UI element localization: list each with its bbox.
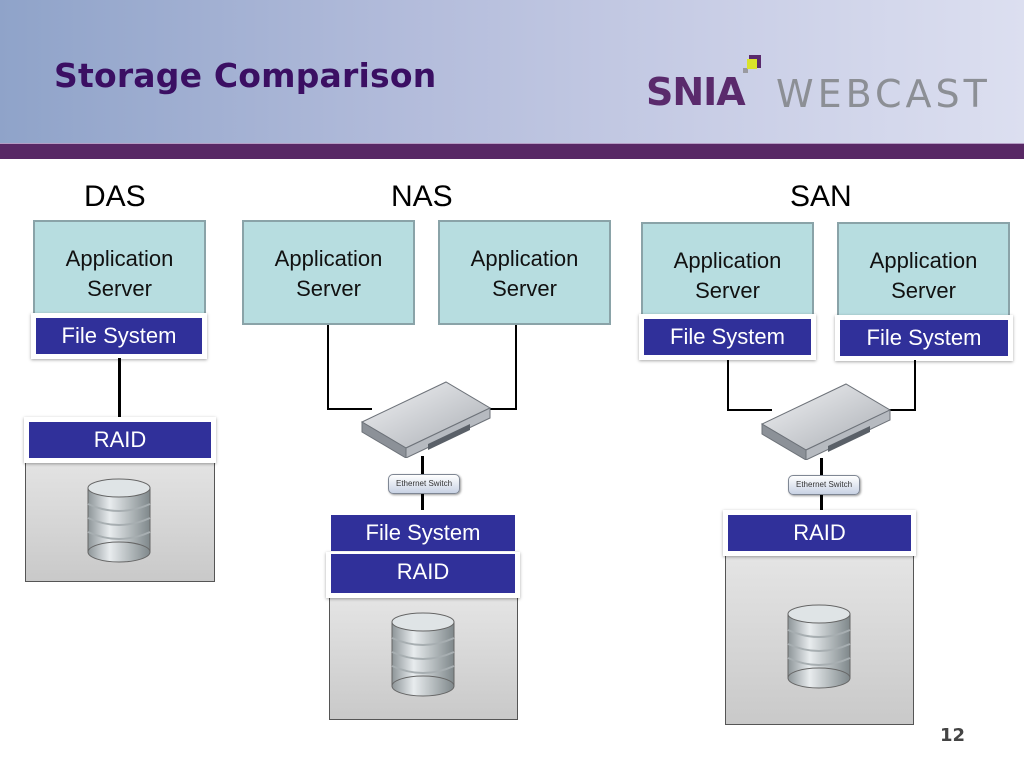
layer-label: File System: [866, 325, 982, 350]
san-server2-line: [914, 360, 916, 411]
san-server1-line: [727, 360, 729, 411]
san-switch-uplink: [820, 458, 823, 475]
layer-label: File System: [670, 324, 785, 349]
das-application-server: Application Server: [33, 220, 206, 322]
nas-switch-downlink: [421, 494, 424, 514]
slide-header: [0, 0, 1024, 143]
nas-application-server-1: Application Server: [242, 220, 415, 325]
san-application-server-2: Application Server: [837, 222, 1010, 324]
nas-server2-line: [515, 325, 517, 410]
nas-server1-link: [327, 408, 372, 410]
server-label-line1: Application: [869, 248, 978, 273]
das-connection-line: [118, 358, 121, 418]
das-raid-layer: RAID: [24, 417, 216, 463]
disk-stack-icon: [391, 612, 455, 697]
nas-label: NAS: [391, 180, 453, 213]
ethernet-switch-icon: [360, 381, 492, 458]
layer-label: File System: [365, 520, 481, 545]
nas-application-server-2: Application Server: [438, 220, 611, 325]
server-label-line1: Application: [673, 248, 782, 273]
nas-server1-line: [327, 325, 329, 410]
server-label-line1: Application: [470, 246, 579, 271]
logo-mark-icon: [743, 55, 761, 73]
san-raid-layer: RAID: [723, 510, 916, 556]
san-file-system-layer-1: File System: [639, 314, 816, 360]
layer-label: RAID: [396, 559, 450, 584]
nas-raid-layer: RAID: [326, 552, 520, 598]
server-label-line2: Server: [87, 276, 152, 301]
header-divider-bar: [0, 143, 1024, 159]
logo-product: WEBCAST: [776, 72, 991, 116]
san-server2-link: [884, 409, 916, 411]
server-label-line1: Application: [65, 246, 174, 271]
disk-stack-icon: [87, 478, 151, 563]
server-label-line2: Server: [492, 276, 557, 301]
snia-webcast-logo: SNIA WEBCAST: [646, 48, 1016, 120]
layer-label: File System: [61, 323, 177, 348]
das-label: DAS: [84, 180, 146, 213]
server-label-line2: Server: [891, 278, 956, 303]
disk-stack-icon: [787, 604, 851, 689]
san-server1-link: [727, 409, 772, 411]
nas-server2-link: [485, 408, 517, 410]
san-file-system-layer-2: File System: [835, 315, 1013, 361]
das-file-system-layer: File System: [31, 313, 207, 359]
san-switch-label: Ethernet Switch: [788, 475, 860, 495]
logo-brand: SNIA: [646, 70, 746, 114]
layer-label: RAID: [793, 520, 846, 545]
server-label-line2: Server: [296, 276, 361, 301]
san-label: SAN: [790, 180, 852, 213]
layer-label: RAID: [93, 427, 147, 452]
nas-switch-uplink: [421, 456, 424, 474]
slide-title: Storage Comparison: [54, 56, 437, 95]
server-label-line2: Server: [695, 278, 760, 303]
ethernet-switch-icon: [760, 383, 892, 460]
nas-switch-label: Ethernet Switch: [388, 474, 460, 494]
san-switch-downlink: [820, 495, 823, 515]
server-label-line1: Application: [274, 246, 383, 271]
san-application-server-1: Application Server: [641, 222, 814, 324]
nas-file-system-layer: File System: [326, 510, 520, 556]
page-number: 12: [940, 725, 966, 746]
